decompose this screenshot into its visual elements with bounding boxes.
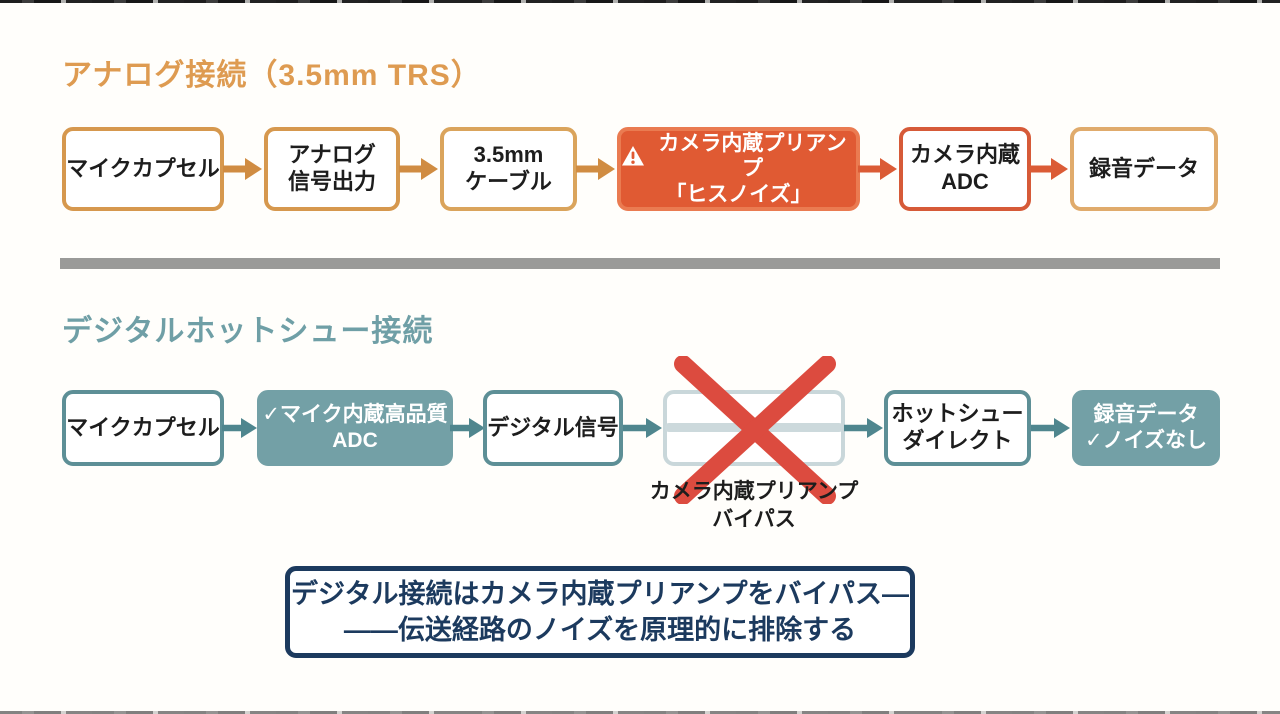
box-label: 録音データ ✓ノイズなし [1085, 403, 1207, 452]
arrow-right-icon [623, 418, 662, 438]
digital-box-recording: 録音データ ✓ノイズなし [1072, 390, 1220, 466]
digital-box-hotshoe: ホットシュー ダイレクト [884, 390, 1031, 466]
section-divider [60, 258, 1220, 269]
top-edge-artifact [0, 0, 1280, 3]
analog-box-cable: 3.5mm ケーブル [440, 127, 577, 211]
box-label-line1: カメラ内蔵プリアンプ [658, 131, 847, 181]
arrow-right-icon [450, 418, 485, 438]
box-label: アナログ 信号出力 [287, 142, 376, 194]
box-label: ホットシュー ダイレクト [891, 401, 1024, 453]
arrow-right-icon [1029, 158, 1068, 180]
box-label: マイクカプセル [66, 414, 220, 440]
digital-box-mic-adc: ✓マイク内蔵高品質 ADC [257, 390, 453, 466]
box-label: マイクカプセル [66, 155, 220, 181]
box-label: カメラ内蔵 ADC [909, 142, 1020, 194]
box-label: 録音データ [1088, 155, 1199, 181]
cross-icon [674, 356, 836, 504]
arrow-right-icon [858, 158, 897, 180]
arrow-right-icon [844, 418, 883, 438]
analog-box-mic-capsule: マイクカプセル [62, 127, 224, 211]
box-label: デジタル信号 [487, 414, 619, 440]
warning-triangle-icon [622, 146, 644, 166]
arrow-right-icon [222, 418, 257, 438]
analog-box-camera-adc: カメラ内蔵 ADC [899, 127, 1031, 211]
digital-section-title: デジタルホットシュー接続 [62, 315, 434, 348]
conclusion-callout: デジタル接続はカメラ内蔵プリアンプをバイパス― ――伝送経路のノイズを原理的に排… [285, 566, 915, 658]
box-label-line2: 「ヒスノイズ」 [665, 182, 812, 206]
arrow-right-icon [223, 158, 262, 180]
analog-box-recording: 録音データ [1070, 127, 1218, 211]
digital-box-digital-signal: デジタル信号 [483, 390, 623, 466]
arrow-right-icon [576, 158, 615, 180]
arrow-right-icon [399, 158, 438, 180]
bottom-edge-artifact [0, 711, 1280, 714]
arrow-right-icon [1031, 418, 1070, 438]
bypass-caption: カメラ内蔵プリアンプ バイパス [649, 480, 859, 531]
analog-section-title: アナログ接続（3.5mm TRS） [62, 59, 482, 92]
analog-box-signal-out: アナログ 信号出力 [264, 127, 400, 211]
box-label: ✓マイク内蔵高品質 ADC [262, 403, 448, 452]
box-label: 3.5mm ケーブル [465, 142, 552, 194]
analog-box-preamp-hiss: カメラ内蔵プリアンプ 「ヒスノイズ」 [617, 127, 860, 211]
digital-box-mic-capsule: マイクカプセル [62, 390, 224, 466]
